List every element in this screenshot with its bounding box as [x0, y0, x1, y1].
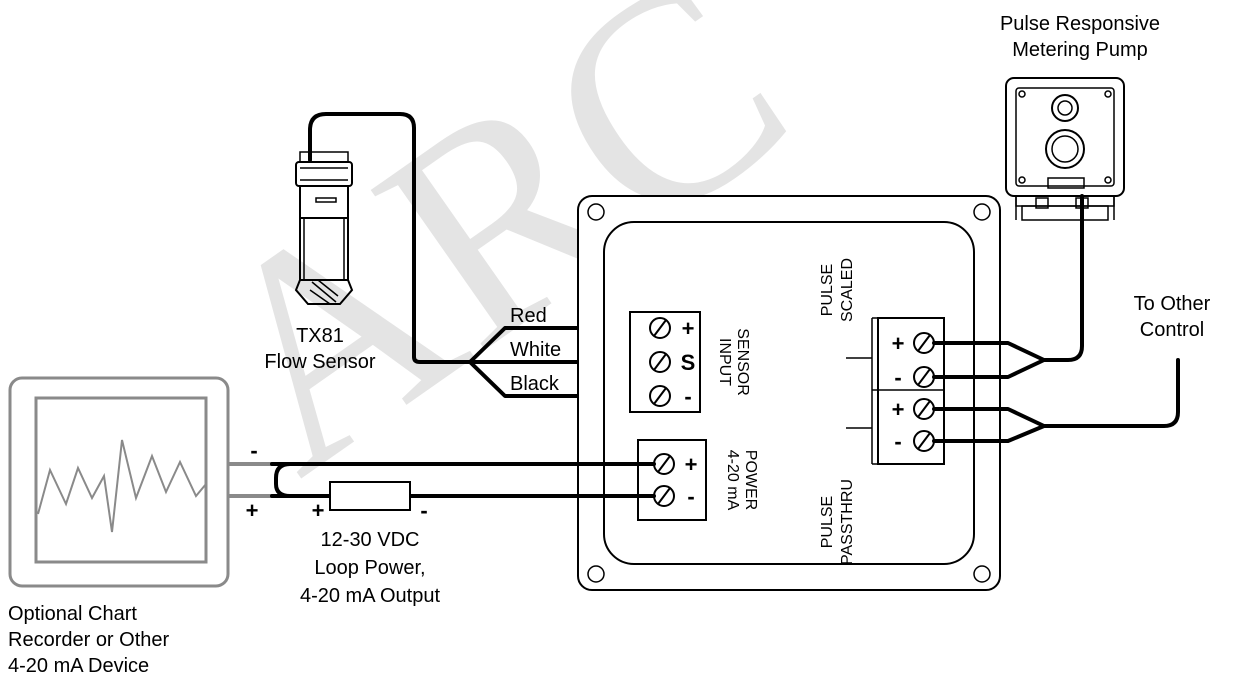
sensor-input-block — [629, 311, 701, 413]
pulse-scaled-plus: + — [892, 331, 905, 356]
sensor-terminal-minus: - — [684, 384, 691, 409]
power-terminal-plus: + — [685, 452, 698, 477]
loop-power-minus: - — [420, 498, 427, 523]
loop-power-line1: 12-30 VDC — [321, 529, 420, 551]
sensor-terminal-s: S — [681, 350, 696, 375]
other-control-cable — [1042, 358, 1180, 428]
other-control-line2: Control — [1140, 319, 1204, 341]
power-title-line2: 4-20 mA — [724, 450, 741, 511]
controller-enclosure — [577, 195, 1001, 591]
sensor-label-line2: Flow Sensor — [264, 351, 375, 373]
pump-cable — [1042, 194, 1084, 362]
loop-power-line3: 4-20 mA Output — [300, 585, 441, 607]
loop-power-plus: + — [312, 498, 325, 523]
chart-recorder — [8, 376, 230, 588]
pulse-block — [877, 317, 945, 465]
recorder-minus: - — [250, 438, 257, 463]
recorder-line2: Recorder or Other — [8, 629, 170, 651]
other-control-line1: To Other — [1134, 293, 1211, 315]
pulse-passthru-plus: + — [892, 397, 905, 422]
sensor-input-title-line1: SENSOR — [734, 328, 751, 396]
recorder-plus: + — [246, 498, 259, 523]
pump-title-line2: Metering Pump — [1012, 39, 1148, 61]
pulse-terminal-screws — [913, 332, 935, 452]
loop-power-line2: Loop Power, — [314, 557, 425, 579]
pulse-passthru-line2: PASSTHRU — [839, 479, 856, 565]
recorder-line3: 4-20 mA Device — [8, 655, 149, 677]
pulse-scaled-minus: - — [894, 365, 901, 390]
sensor-terminal-screws — [649, 317, 671, 407]
wire-label-white: White — [510, 339, 561, 361]
power-title-line1: POWER — [742, 450, 759, 510]
sensor-input-title-line2: INPUT — [716, 338, 733, 386]
wire-label-black: Black — [510, 373, 560, 395]
metering-pump — [1005, 77, 1125, 221]
pulse-scaled-line1: PULSE — [819, 264, 836, 316]
sensor-label-line1: TX81 — [296, 325, 344, 347]
pulse-passthru-minus: - — [894, 429, 901, 454]
sensor-terminal-plus: + — [682, 316, 695, 341]
power-block — [637, 439, 707, 521]
pulse-scaled-line2: SCALED — [839, 258, 856, 322]
power-terminal-minus: - — [687, 484, 694, 509]
recorder-line1: Optional Chart — [8, 603, 137, 625]
flow-sensor — [294, 112, 472, 364]
pump-title-line1: Pulse Responsive — [1000, 13, 1160, 35]
pulse-passthru-line1: PULSE — [819, 496, 836, 548]
loop-power-resistor — [329, 481, 411, 511]
wire-label-red: Red — [510, 305, 547, 327]
